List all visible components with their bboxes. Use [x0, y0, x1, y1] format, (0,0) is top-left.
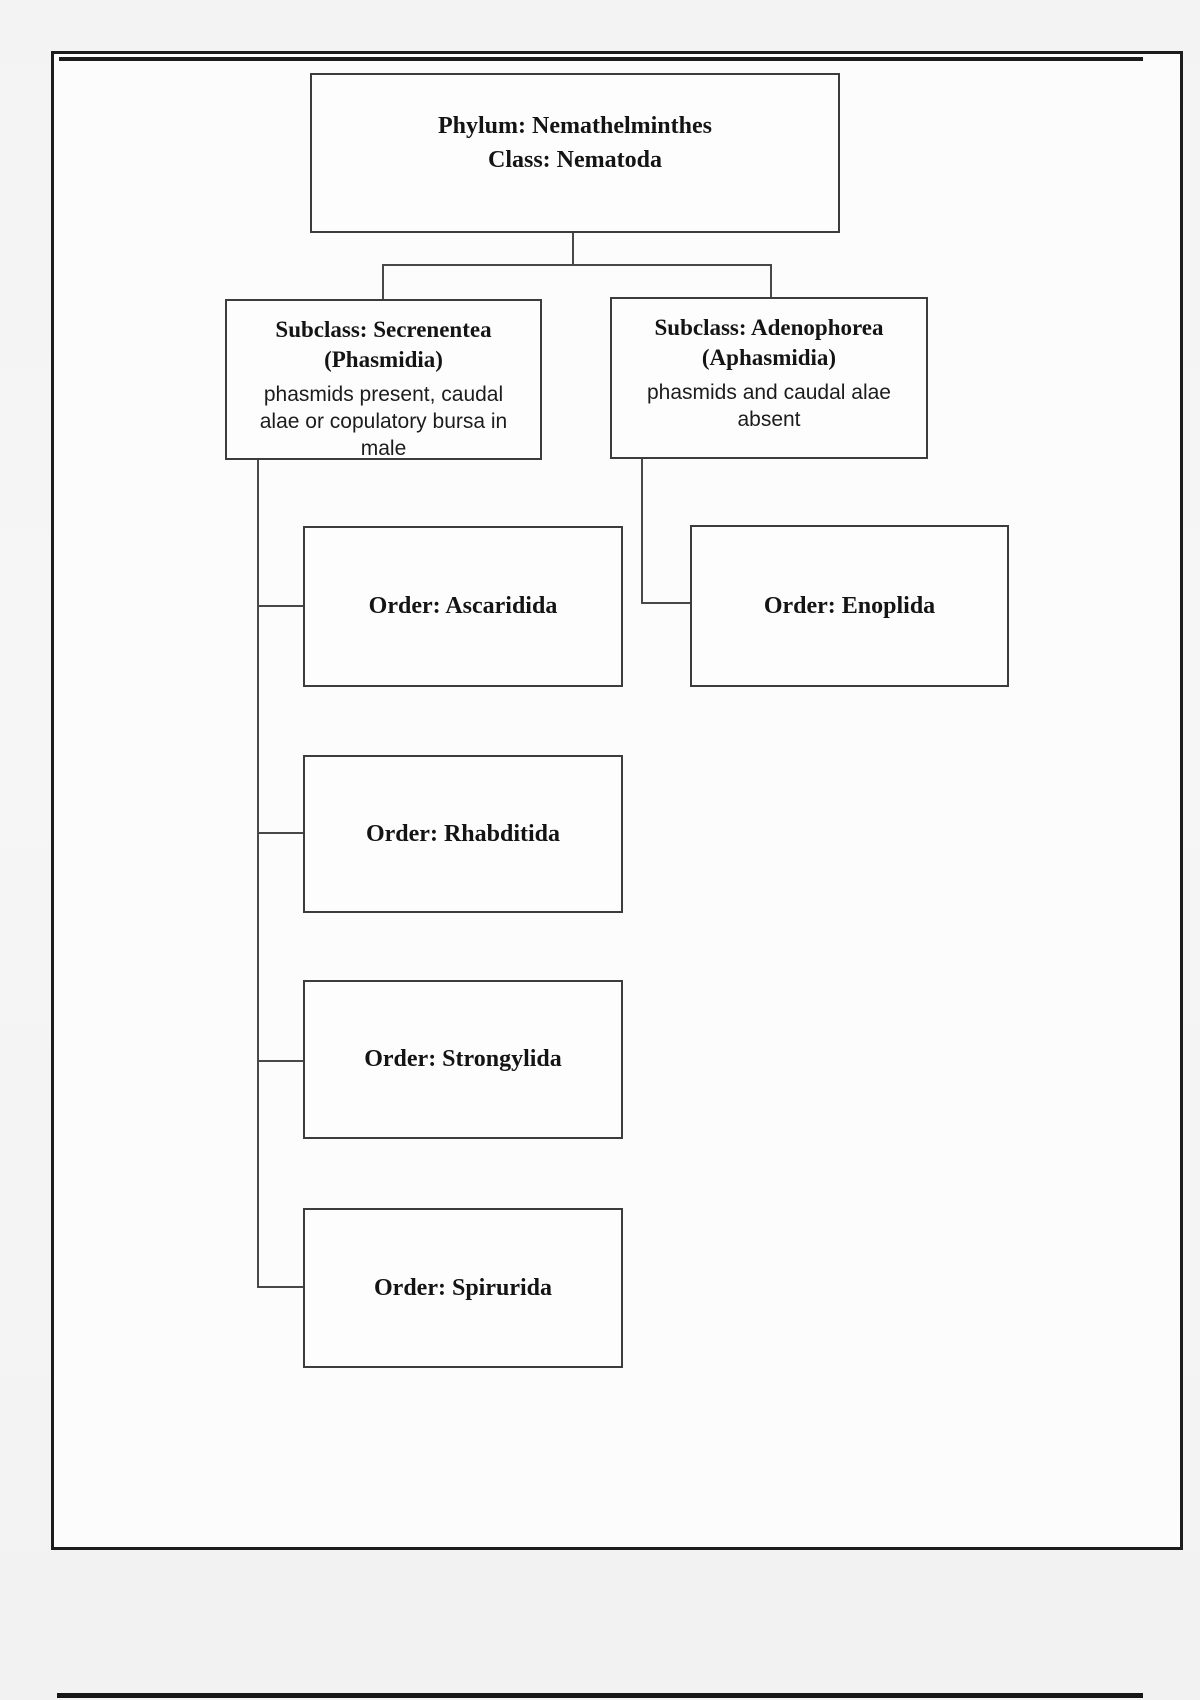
connector-root-stub — [572, 233, 574, 266]
connector-horizontal-enoplida — [641, 602, 690, 604]
subclass-adenophorea-title: Subclass: Adenophorea — [654, 315, 884, 340]
connector-vertical-enoplida — [641, 459, 643, 604]
frame-top-inner-line — [59, 57, 1143, 61]
subclass-secrenentea-box: Subclass: Secrenentea (Phasmidia) phasmi… — [225, 299, 542, 460]
connector-stub-strongylida — [257, 1060, 303, 1062]
order-rhabditida-box: Order: Rhabditida — [303, 755, 623, 913]
order-rhabditida-label: Order: Rhabditida — [365, 820, 560, 847]
order-ascaridida-box: Order: Ascaridida — [303, 526, 623, 687]
subclass-adenophorea-subtitle: (Aphasmidia) — [701, 345, 837, 370]
subclass-adenophorea-box: Subclass: Adenophorea (Aphasmidia) phasm… — [610, 297, 928, 459]
order-strongylida-box: Order: Strongylida — [303, 980, 623, 1139]
order-strongylida-label: Order: Strongylida — [364, 1046, 562, 1072]
class-label: Class: Nematoda — [488, 147, 662, 173]
phylum-class-box: Phylum: Nemathelminthes Class: Nematoda — [310, 73, 840, 233]
subclass-secrenentea-description: phasmids present, caudal alae or copulat… — [259, 383, 508, 460]
footer-rule-line — [57, 1693, 1143, 1698]
order-enoplida-box: Order: Enoplida — [690, 525, 1009, 687]
connector-stub-spirurida — [257, 1286, 303, 1288]
subclass-secrenentea-subtitle: (Phasmidia) — [324, 347, 443, 372]
order-spirurida-box: Order: Spirurida — [303, 1208, 623, 1368]
connector-drop-secrenentea — [382, 264, 384, 301]
subclass-secrenentea-title: Subclass: Secrenentea — [275, 317, 492, 342]
phylum-label: Phylum: Nemathelminthes — [438, 113, 712, 139]
subclass-adenophorea-description: phasmids and caudal alae absent — [646, 381, 891, 431]
connector-stub-ascaridida — [257, 605, 303, 607]
connector-left-trunk — [257, 460, 259, 1288]
order-spirurida-label: Order: Spirurida — [374, 1274, 552, 1301]
connector-stub-rhabditida — [257, 832, 303, 834]
connector-drop-adenophorea — [770, 264, 772, 299]
order-enoplida-label: Order: Enoplida — [763, 592, 936, 619]
connector-root-horizontal — [382, 264, 772, 266]
order-ascaridida-label: Order: Ascaridida — [368, 593, 558, 619]
